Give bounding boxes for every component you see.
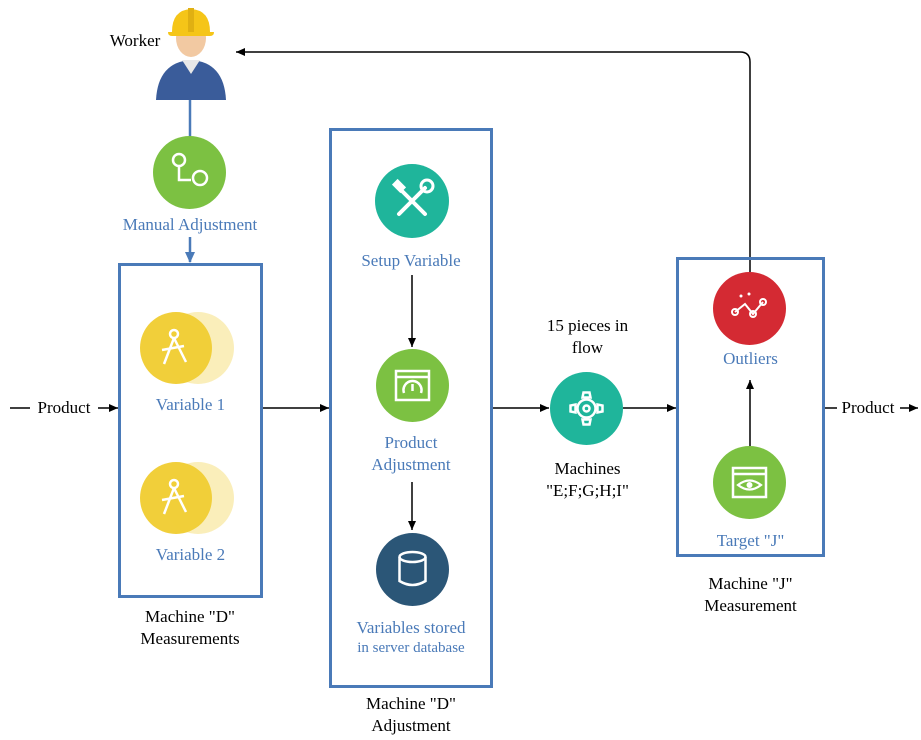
variables-stored-label: Variables stored in server database: [329, 617, 493, 659]
machines-label: Machines "E;F;G;H;I": [515, 458, 660, 502]
product-out-label: Product: [841, 398, 895, 417]
tools-icon: [375, 164, 449, 238]
target-j-label: Target "J": [716, 531, 785, 550]
compass-icon: [140, 462, 234, 534]
machine-j-box: [676, 257, 825, 557]
machine-d-adjustment-box: [329, 128, 493, 688]
machine-j-caption: Machine "J" Measurement: [676, 573, 825, 617]
caption-line: Machine "D": [366, 694, 456, 713]
scatter-plot-icon: [713, 272, 786, 345]
stored-line: in server database: [357, 640, 465, 657]
worker-label: Worker: [109, 31, 161, 50]
caption-line: Measurement: [704, 596, 797, 616]
manual-adjustment-label: Manual Adjustment: [122, 215, 258, 234]
pieces-line: 15 pieces in: [546, 316, 629, 335]
stored-line: Variables stored: [356, 618, 466, 637]
pieces-in-flow-label: 15 pieces in flow: [515, 315, 660, 359]
caption-line: Machine "D": [145, 607, 235, 626]
gear-icon: [550, 372, 623, 445]
product-adjustment-line: Product: [384, 433, 438, 452]
machines-line: Machines: [554, 459, 621, 478]
product-adjustment-label: Product Adjustment: [329, 432, 493, 476]
outliers-to-worker-feedback-arrow: [236, 48, 751, 272]
compass-icon: [140, 312, 234, 384]
caption-line: Measurements: [140, 629, 240, 649]
machine-d-measurements-box: [118, 263, 263, 598]
machine-d-adjustment-caption: Machine "D" Adjustment: [329, 693, 493, 737]
setup-variable-label: Setup Variable: [361, 251, 461, 270]
product-in-label: Product: [37, 398, 91, 417]
pieces-line: flow: [571, 338, 604, 358]
database-icon: [376, 533, 449, 606]
caption-line: Adjustment: [371, 716, 451, 736]
product-adjustment-line: Adjustment: [371, 455, 451, 475]
eye-window-icon: [713, 446, 786, 519]
machine-d-measurements-caption: Machine "D" Measurements: [110, 606, 270, 650]
variable-2-label: Variable 2: [155, 545, 226, 564]
gear-flow-icon: [153, 136, 226, 209]
variable-1-label: Variable 1: [155, 395, 226, 414]
caption-line: Machine "J": [708, 574, 793, 593]
outliers-label: Outliers: [723, 349, 778, 368]
gauge-window-icon: [376, 349, 449, 422]
machines-line: "E;F;G;H;I": [546, 481, 629, 501]
worker-avatar-icon: [156, 8, 226, 100]
